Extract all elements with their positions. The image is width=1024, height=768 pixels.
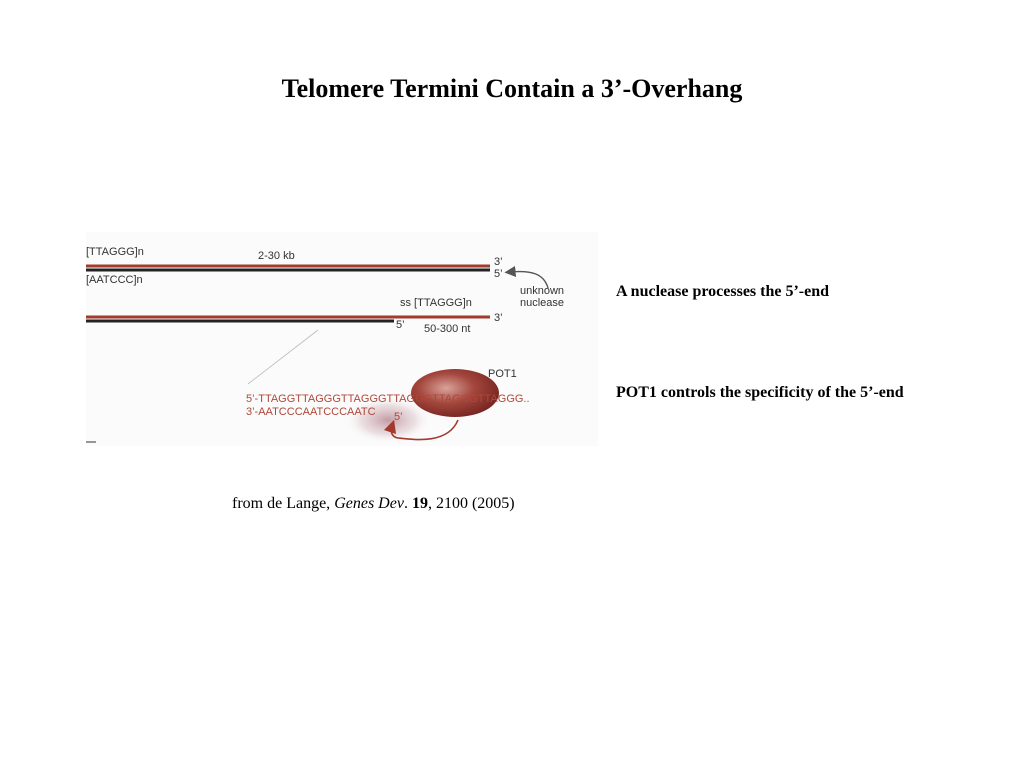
pot1-bottom-5-end-label: 5’ bbox=[394, 411, 403, 423]
citation-prefix: from de Lange, bbox=[232, 495, 335, 512]
ss-overhang-label: ss [TTAGGG]n bbox=[400, 297, 472, 309]
overhang-5-end-label: 5’ bbox=[396, 319, 405, 331]
slide-title: Telomere Termini Contain a 3’-Overhang bbox=[281, 74, 743, 103]
telomere-diagram-svg: [TTAGGG]n 2-30 kb [AATCCC]n 3’ 5’ unknow… bbox=[86, 246, 564, 444]
figure-citation: from de Lange, Genes Dev. 19, 2100 (2005… bbox=[232, 495, 515, 513]
telomere-diagram: [TTAGGG]n 2-30 kb [AATCCC]n 3’ 5’ unknow… bbox=[86, 232, 598, 446]
citation-rest: , 2100 (2005) bbox=[427, 495, 515, 512]
citation-journal: Genes Dev bbox=[334, 495, 404, 512]
citation-dot: . bbox=[403, 495, 412, 512]
pot1-protein bbox=[411, 369, 499, 417]
pot1-label: POT1 bbox=[488, 368, 517, 380]
pot1-processing-arrow bbox=[383, 419, 459, 441]
pot1-bottom-sequence: 3’-AATCCCAATCCCAATC bbox=[246, 406, 376, 418]
overhang-length-label: 50-300 nt bbox=[424, 323, 470, 335]
overhang-3-end-label: 3’ bbox=[494, 312, 503, 324]
top-strand-label: [TTAGGG]n bbox=[86, 246, 144, 258]
zoom-guide-line bbox=[247, 329, 319, 385]
pot1-note: POT1 controls the specificity of the 5’-… bbox=[616, 384, 904, 401]
duplex-5-end-label: 5’ bbox=[494, 268, 503, 280]
pot1-top-sequence: 5’-TTAGGTTAGGGTTAGGGTTAGGGTTAGGGTTAGGG.. bbox=[246, 393, 530, 405]
citation-volume: 19 bbox=[411, 495, 428, 512]
duplex-3-end-label: 3’ bbox=[494, 256, 503, 268]
nuclease-note: A nuclease processes the 5’-end bbox=[616, 283, 830, 300]
nuclease-label-line1: unknown bbox=[520, 285, 564, 297]
duplex-length-label: 2-30 kb bbox=[258, 250, 295, 262]
bottom-strand-label: [AATCCC]n bbox=[86, 274, 143, 286]
nuclease-arrow bbox=[504, 265, 549, 289]
nuclease-label-line2: nuclease bbox=[520, 297, 564, 309]
